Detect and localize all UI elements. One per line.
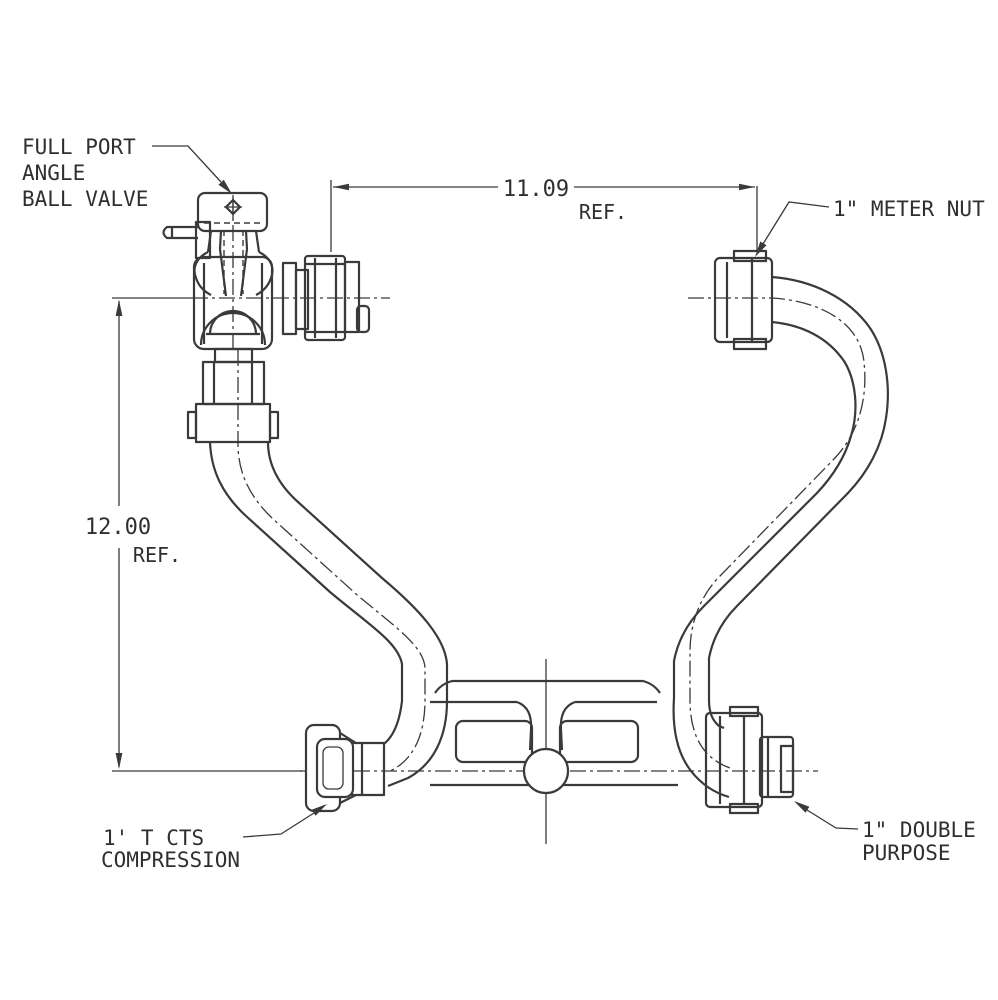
meter-nut-leader-arrow bbox=[755, 241, 767, 257]
bonnet-inner-right bbox=[239, 230, 249, 297]
bar-recess-panel-right bbox=[558, 719, 640, 764]
ball-dome-arc bbox=[208, 309, 258, 335]
height-arrow-bottom bbox=[115, 753, 123, 769]
width-arrow-left bbox=[333, 183, 349, 191]
meter-nut-chamfer-top bbox=[732, 249, 768, 263]
meter-nut-fitting bbox=[713, 249, 774, 351]
height-dimension-value: 12.00 bbox=[85, 515, 151, 540]
riser-pipe-right bbox=[672, 275, 889, 799]
valve-leader bbox=[152, 145, 222, 183]
compression-chamfer-top bbox=[339, 732, 357, 744]
leader-lines bbox=[152, 145, 859, 838]
coupling-wing-right bbox=[268, 410, 280, 440]
valve-label-line3: BALL VALVE bbox=[22, 187, 148, 211]
compression-body bbox=[350, 741, 386, 797]
valve-label-line1: FULL PORT bbox=[22, 135, 136, 159]
outlet-ring-2 bbox=[294, 268, 310, 331]
width-arrow-right bbox=[739, 183, 755, 191]
meter-nut-body bbox=[713, 256, 774, 344]
right-riser-centerline bbox=[688, 297, 866, 769]
height-dimension-ref: REF. bbox=[133, 543, 181, 567]
coupling-wing-left bbox=[186, 410, 198, 440]
right-pipe-inner-edge bbox=[672, 320, 857, 799]
bar-recess-panel-left bbox=[454, 719, 534, 764]
outlet-label-line1: 1" DOUBLE bbox=[862, 818, 976, 842]
hex-chamfer-top bbox=[728, 705, 760, 718]
callout-labels: FULL PORT ANGLE BALL VALVE 1" METER NUT … bbox=[22, 135, 985, 872]
angle-ball-valve bbox=[162, 191, 371, 444]
left-riser-centerline bbox=[237, 350, 426, 772]
meter-nut-chamfer-bottom bbox=[732, 337, 768, 351]
bar-top-back-edge bbox=[434, 679, 661, 694]
double-purpose-hex bbox=[704, 711, 764, 809]
center-boss-circle bbox=[522, 747, 570, 795]
bonnet-left-slope bbox=[206, 230, 213, 253]
right-pipe-outer-edge bbox=[707, 275, 889, 730]
compression-chamfer-bottom bbox=[339, 794, 357, 804]
boss-fillet-left bbox=[516, 700, 533, 751]
width-dimension-ref: REF. bbox=[579, 200, 627, 224]
outlet-double-purpose-fitting bbox=[704, 705, 795, 815]
riser-pipe-left bbox=[208, 441, 449, 788]
meter-nut-leader bbox=[762, 201, 830, 245]
lower-hex-nut bbox=[201, 360, 266, 406]
outlet-leader bbox=[806, 809, 859, 830]
valve-leader-arrow bbox=[218, 179, 232, 194]
left-pipe-inner-edge bbox=[266, 441, 449, 701]
bonnet-right-slope bbox=[254, 230, 261, 253]
dimension-width: 11.09 REF. bbox=[330, 177, 758, 252]
height-arrow-top bbox=[115, 300, 123, 316]
left-elbow-inner bbox=[387, 700, 449, 788]
inlet-label-line1: 1' T CTS bbox=[103, 826, 204, 850]
compression-nut-inner bbox=[322, 746, 344, 790]
inlet-compression-fitting bbox=[304, 723, 386, 813]
outlet-leader-arrow bbox=[794, 801, 810, 813]
compression-nut-face bbox=[315, 737, 355, 799]
valve-label-line2: ANGLE bbox=[22, 161, 85, 185]
inlet-leader bbox=[242, 812, 315, 838]
inlet-label-line2: COMPRESSION bbox=[101, 848, 240, 872]
left-pipe-outer-edge bbox=[208, 441, 404, 701]
boss-fillet-right bbox=[559, 700, 576, 751]
centerlines bbox=[192, 198, 866, 844]
left-elbow-outer bbox=[383, 700, 404, 745]
bonnet-right-wing bbox=[255, 251, 274, 296]
outlet-end-step bbox=[779, 744, 795, 794]
meter-nut-label: 1" METER NUT bbox=[833, 197, 985, 221]
width-dimension-value: 11.09 bbox=[503, 177, 569, 202]
ball-dome-outer-arc bbox=[199, 311, 267, 346]
outlet-label-line2: PURPOSE bbox=[862, 841, 951, 865]
winged-coupling bbox=[194, 402, 272, 444]
dimension-height: 12.00 REF. bbox=[85, 297, 302, 772]
inlet-leader-arrow bbox=[311, 804, 327, 816]
bonnet-inner-left bbox=[218, 230, 228, 297]
lower-neck bbox=[213, 347, 254, 364]
valve-handle bbox=[162, 225, 198, 240]
valve-top-flange bbox=[196, 191, 269, 233]
hex-chamfer-bottom bbox=[728, 802, 760, 815]
coupling-end-tab bbox=[355, 304, 371, 334]
coupling-end-cap bbox=[343, 260, 361, 334]
yoke-bar bbox=[430, 679, 678, 795]
